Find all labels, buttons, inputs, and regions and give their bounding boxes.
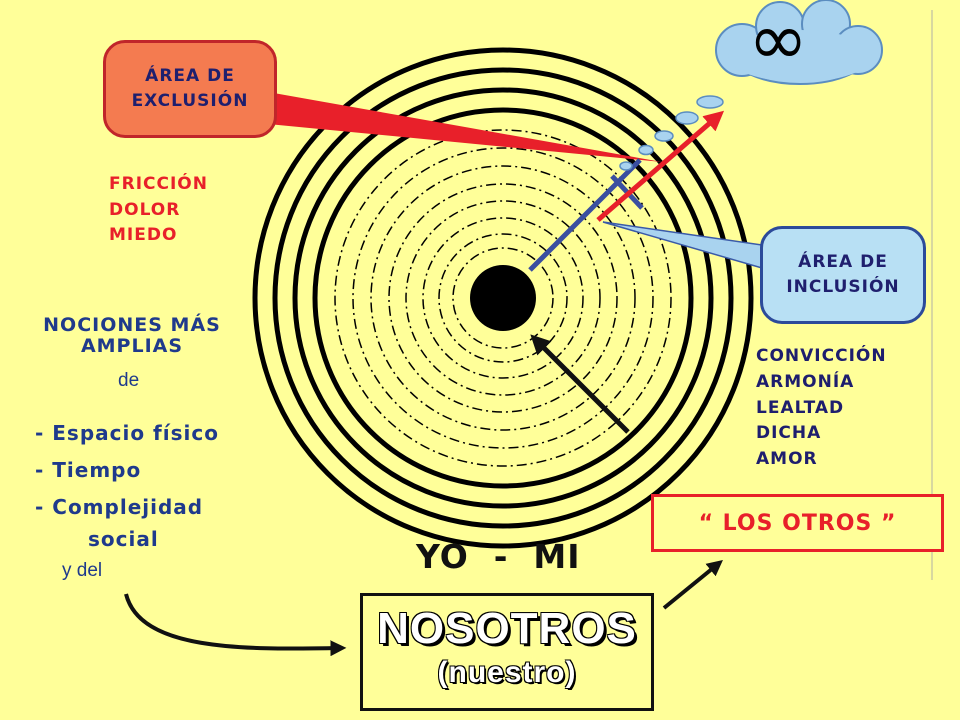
others-box: “ LOS OTROS ” <box>651 494 944 552</box>
exclusion-line1: ÁREA DE <box>145 66 235 87</box>
nosotros-subtitle: (nuestro) <box>437 656 577 689</box>
blue-radius-line <box>528 158 642 272</box>
solid-rings <box>252 47 754 549</box>
positive-feeling: AMOR <box>756 449 818 470</box>
positive-feeling: DICHA <box>756 423 822 444</box>
exclusion-area-badge: ÁREA DE EXCLUSIÓN <box>103 40 277 138</box>
positive-feelings-list: CONVICCIÓN ARMONÍA LEALTAD DICHA AMOR <box>756 344 887 473</box>
dashed-rings <box>334 129 672 467</box>
notions-heading-line2: AMPLIAS <box>80 334 184 357</box>
inclusion-line2: INCLUSIÓN <box>786 277 900 297</box>
exclusion-line2: EXCLUSIÓN <box>131 91 249 111</box>
arrow-to-others <box>662 559 723 610</box>
inclusion-callout <box>602 221 763 269</box>
notions-heading-line1: NOCIONES MÁS <box>43 314 221 336</box>
notions-connector2: y del <box>62 560 103 581</box>
inclusion-line1: ÁREA DE <box>798 252 888 273</box>
solid-ring <box>272 67 734 529</box>
positive-feeling: CONVICCIÓN <box>756 346 887 366</box>
red-arrow <box>596 110 725 222</box>
negative-feelings-list: FRICCIÓN DOLOR MIEDO <box>109 172 208 249</box>
notion-item-continued: social <box>88 527 159 551</box>
notion-item: - Espacio físico <box>35 421 219 445</box>
nosotros-box: NOSOTROS (nuestro) <box>360 593 654 711</box>
dashed-ring <box>388 183 618 413</box>
positive-feeling: LEALTAD <box>756 397 845 418</box>
curved-arrow <box>124 593 347 657</box>
infinity-icon: ∞ <box>748 0 808 81</box>
center-dot <box>470 265 536 331</box>
dashed-ring <box>452 247 554 349</box>
cloud-icon <box>715 0 883 85</box>
dashed-ring <box>438 233 568 363</box>
notion-item: - Tiempo <box>35 458 142 482</box>
black-arrow-center <box>530 334 630 434</box>
inclusion-area-badge: ÁREA DE INCLUSIÓN <box>760 226 926 324</box>
solid-ring <box>312 107 694 489</box>
thought-bubbles <box>619 95 724 171</box>
solid-ring <box>292 87 714 509</box>
notions-connector: de <box>118 370 140 391</box>
dashed-ring <box>370 165 636 431</box>
positive-feeling: ARMONÍA <box>756 371 855 392</box>
others-label: “ LOS OTROS ” <box>698 510 897 536</box>
negative-feeling: MIEDO <box>109 225 178 245</box>
dashed-ring <box>405 200 601 396</box>
negative-feeling: DOLOR <box>109 199 181 220</box>
dashed-ring <box>334 129 672 467</box>
notions-heading: NOCIONES MÁS AMPLIAS <box>12 315 252 357</box>
exclusion-callout <box>268 92 662 162</box>
notion-item: - Complejidad <box>35 495 204 519</box>
dashed-ring <box>352 147 654 449</box>
center-label: YO - MI <box>416 537 581 576</box>
nosotros-title: NOSOTROS <box>377 604 637 653</box>
dashed-ring <box>422 217 584 379</box>
solid-ring <box>252 47 754 549</box>
negative-feeling: FRICCIÓN <box>109 174 208 194</box>
